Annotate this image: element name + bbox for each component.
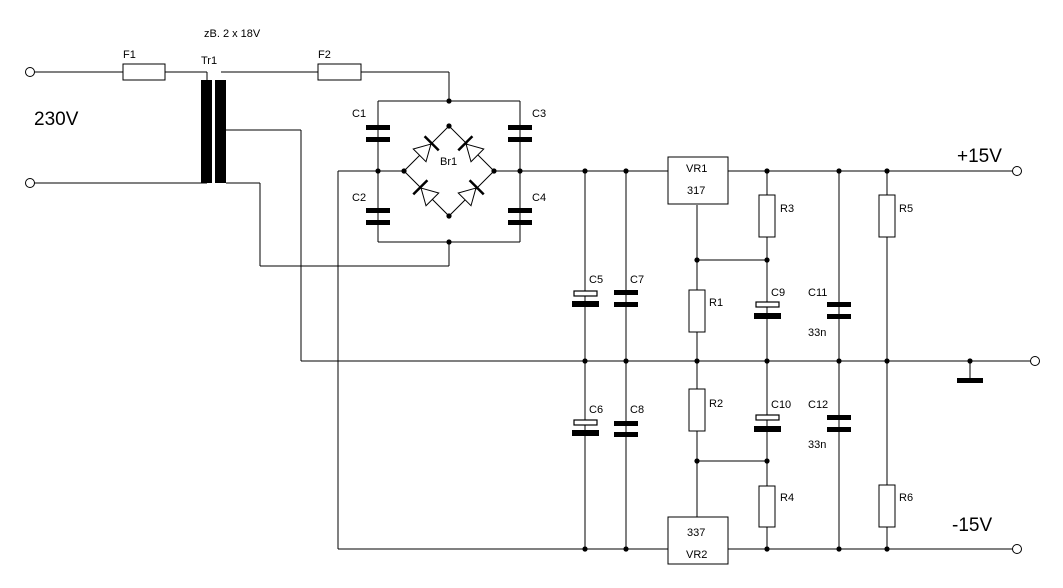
label-c7: C7 bbox=[630, 274, 644, 286]
label-r3: R3 bbox=[780, 203, 794, 215]
resistor-r5 bbox=[878, 194, 896, 238]
label-c11: C11 bbox=[808, 287, 827, 299]
label-f1: F1 bbox=[123, 49, 136, 61]
ground-symbol bbox=[957, 378, 983, 383]
resistor-r1 bbox=[688, 289, 706, 333]
label-c2: C2 bbox=[352, 192, 366, 204]
label-c10: C10 bbox=[771, 399, 791, 411]
resistor-r4 bbox=[758, 485, 776, 528]
capacitor-c12 bbox=[827, 415, 851, 432]
label-c9: C9 bbox=[771, 287, 785, 299]
mains-terminal-l bbox=[25, 67, 35, 77]
label-c11-value: 33n bbox=[808, 327, 826, 339]
label-c6: C6 bbox=[589, 404, 603, 416]
label-r5: R5 bbox=[899, 203, 913, 215]
fuse-f2 bbox=[317, 63, 362, 81]
capacitor-c3 bbox=[508, 125, 532, 142]
output-terminal-positive bbox=[1012, 166, 1022, 176]
label-c3: C3 bbox=[532, 108, 546, 120]
bridge-rectifier-br1 bbox=[412, 135, 485, 207]
capacitor-c5 bbox=[572, 290, 599, 307]
label-r1: R1 bbox=[709, 297, 723, 309]
capacitor-c9 bbox=[754, 301, 781, 319]
junction-dots bbox=[375, 98, 973, 552]
capacitor-c8 bbox=[614, 421, 638, 437]
label-tr1: Tr1 bbox=[201, 55, 217, 67]
capacitor-c6 bbox=[572, 419, 599, 436]
capacitor-c1 bbox=[366, 125, 390, 142]
label-vr2: VR2 bbox=[686, 549, 707, 561]
label-br1: Br1 bbox=[440, 156, 457, 168]
capacitor-c4 bbox=[508, 208, 532, 225]
output-terminal-negative bbox=[1012, 544, 1022, 554]
mains-voltage-label: 230V bbox=[34, 109, 79, 130]
label-c12: C12 bbox=[808, 399, 828, 411]
capacitor-c7 bbox=[614, 290, 638, 307]
capacitor-c11 bbox=[827, 302, 851, 319]
label-vr1: VR1 bbox=[686, 163, 707, 175]
label-vr2-type: 337 bbox=[687, 527, 705, 539]
label-vr1-type: 317 bbox=[687, 185, 705, 197]
positive-output-label: +15V bbox=[957, 146, 1002, 167]
transformer-spec-label: zB. 2 x 18V bbox=[204, 28, 261, 40]
regulator-vr2 bbox=[667, 516, 729, 565]
mains-terminal-n bbox=[25, 178, 35, 188]
label-c8: C8 bbox=[630, 404, 644, 416]
capacitor-c2 bbox=[366, 208, 390, 225]
negative-output-label: -15V bbox=[952, 515, 992, 536]
output-terminal-ground bbox=[1030, 356, 1040, 366]
label-c5: C5 bbox=[589, 274, 603, 286]
label-r2: R2 bbox=[709, 398, 723, 410]
wires bbox=[34, 71, 1031, 550]
label-c1: C1 bbox=[352, 108, 366, 120]
label-r4: R4 bbox=[780, 492, 794, 504]
fuse-f1 bbox=[122, 63, 166, 81]
label-c12-value: 33n bbox=[808, 439, 826, 451]
label-r6: R6 bbox=[899, 492, 913, 504]
resistor-r2 bbox=[688, 388, 706, 432]
capacitor-c10 bbox=[754, 414, 781, 432]
regulator-vr1 bbox=[667, 156, 729, 205]
label-f2: F2 bbox=[318, 49, 331, 61]
resistor-r3 bbox=[758, 194, 776, 238]
resistor-r6 bbox=[878, 484, 896, 528]
label-c4: C4 bbox=[532, 192, 546, 204]
transformer-tr1 bbox=[201, 80, 226, 183]
